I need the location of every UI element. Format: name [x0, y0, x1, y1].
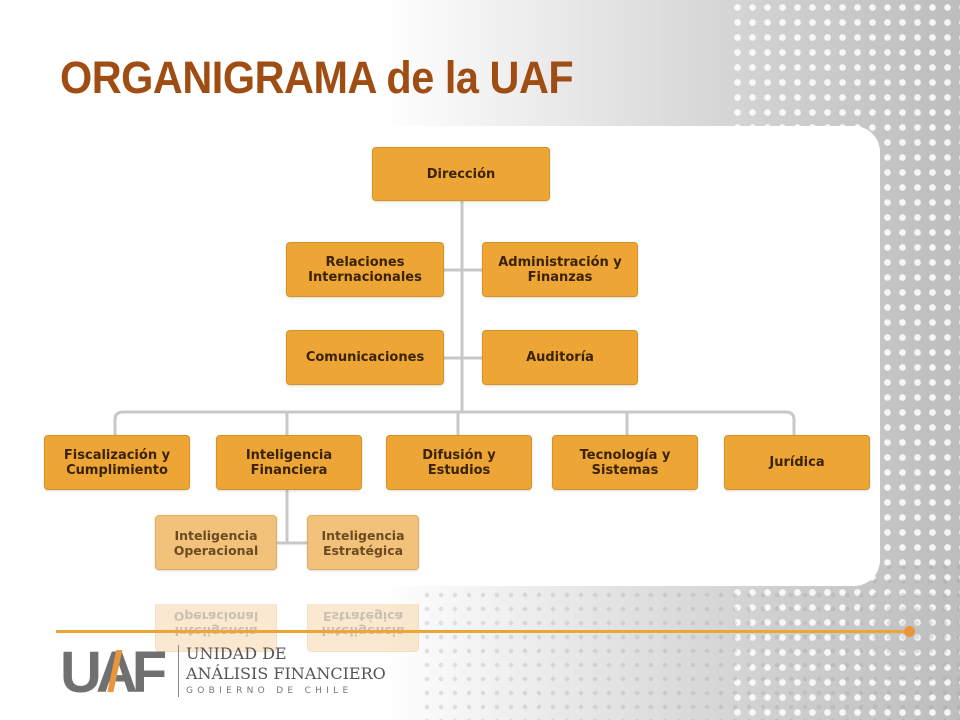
box-comunicaciones: Comunicaciones [286, 330, 444, 385]
box-fiscalizacion-cumplimiento: Fiscalización y Cumplimiento [44, 435, 190, 490]
org-chart-panel [34, 126, 880, 586]
dot-pattern-bottom [420, 560, 960, 720]
box-tecnologia-sistemas: Tecnología y Sistemas [552, 435, 698, 490]
logo-separator [178, 645, 179, 697]
box-auditoria: Auditoría [482, 330, 638, 385]
box-juridica: Jurídica [724, 435, 870, 490]
slide-title: ORGANIGRAMA de la UAF [60, 52, 574, 103]
reflection-estrategica: Inteligencia Estratégica [307, 604, 419, 652]
connector-division-bar [113, 410, 796, 438]
logo-text-line2: ANÁLISIS FINANCIERO [186, 664, 386, 683]
footer-divider-dot [904, 626, 915, 637]
logo-text-line1: UNIDAD DE [186, 644, 287, 663]
footer-divider [56, 630, 910, 633]
box-inteligencia-operacional: Inteligencia Operacional [155, 515, 277, 570]
box-administracion-finanzas: Administración y Finanzas [482, 242, 638, 297]
uaf-logo: UAF [60, 642, 172, 698]
box-inteligencia-financiera: Inteligencia Financiera [216, 435, 362, 490]
uaf-logo-accent [107, 650, 123, 692]
box-direccion: Dirección [372, 147, 550, 201]
logo-text-line3: GOBIERNO DE CHILE [186, 686, 353, 696]
box-relaciones-internacionales: Relaciones Internacionales [286, 242, 444, 297]
box-inteligencia-estrategica: Inteligencia Estratégica [307, 515, 419, 570]
box-difusion-estudios: Difusión y Estudios [386, 435, 532, 490]
